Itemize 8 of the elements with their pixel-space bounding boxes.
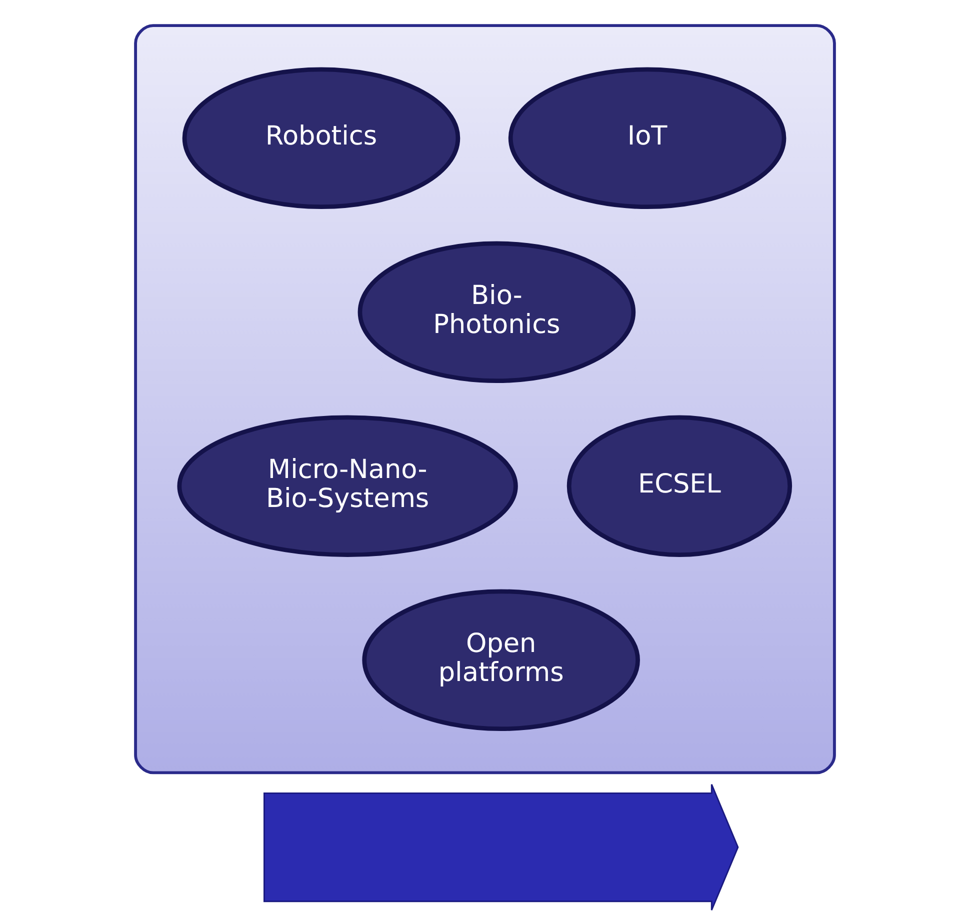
node-arrow xyxy=(263,784,739,911)
node-ellipse: IoT xyxy=(508,67,786,210)
node-ellipse: Robotics xyxy=(182,67,460,210)
node-ellipse: Bio- Photonics xyxy=(358,241,636,384)
node-ellipse: ECSEL xyxy=(566,415,792,558)
cluster xyxy=(134,24,836,774)
node-ellipse: Micro-Nano- Bio-Systems xyxy=(177,415,518,558)
node-ellipse: Open platforms xyxy=(362,589,640,732)
